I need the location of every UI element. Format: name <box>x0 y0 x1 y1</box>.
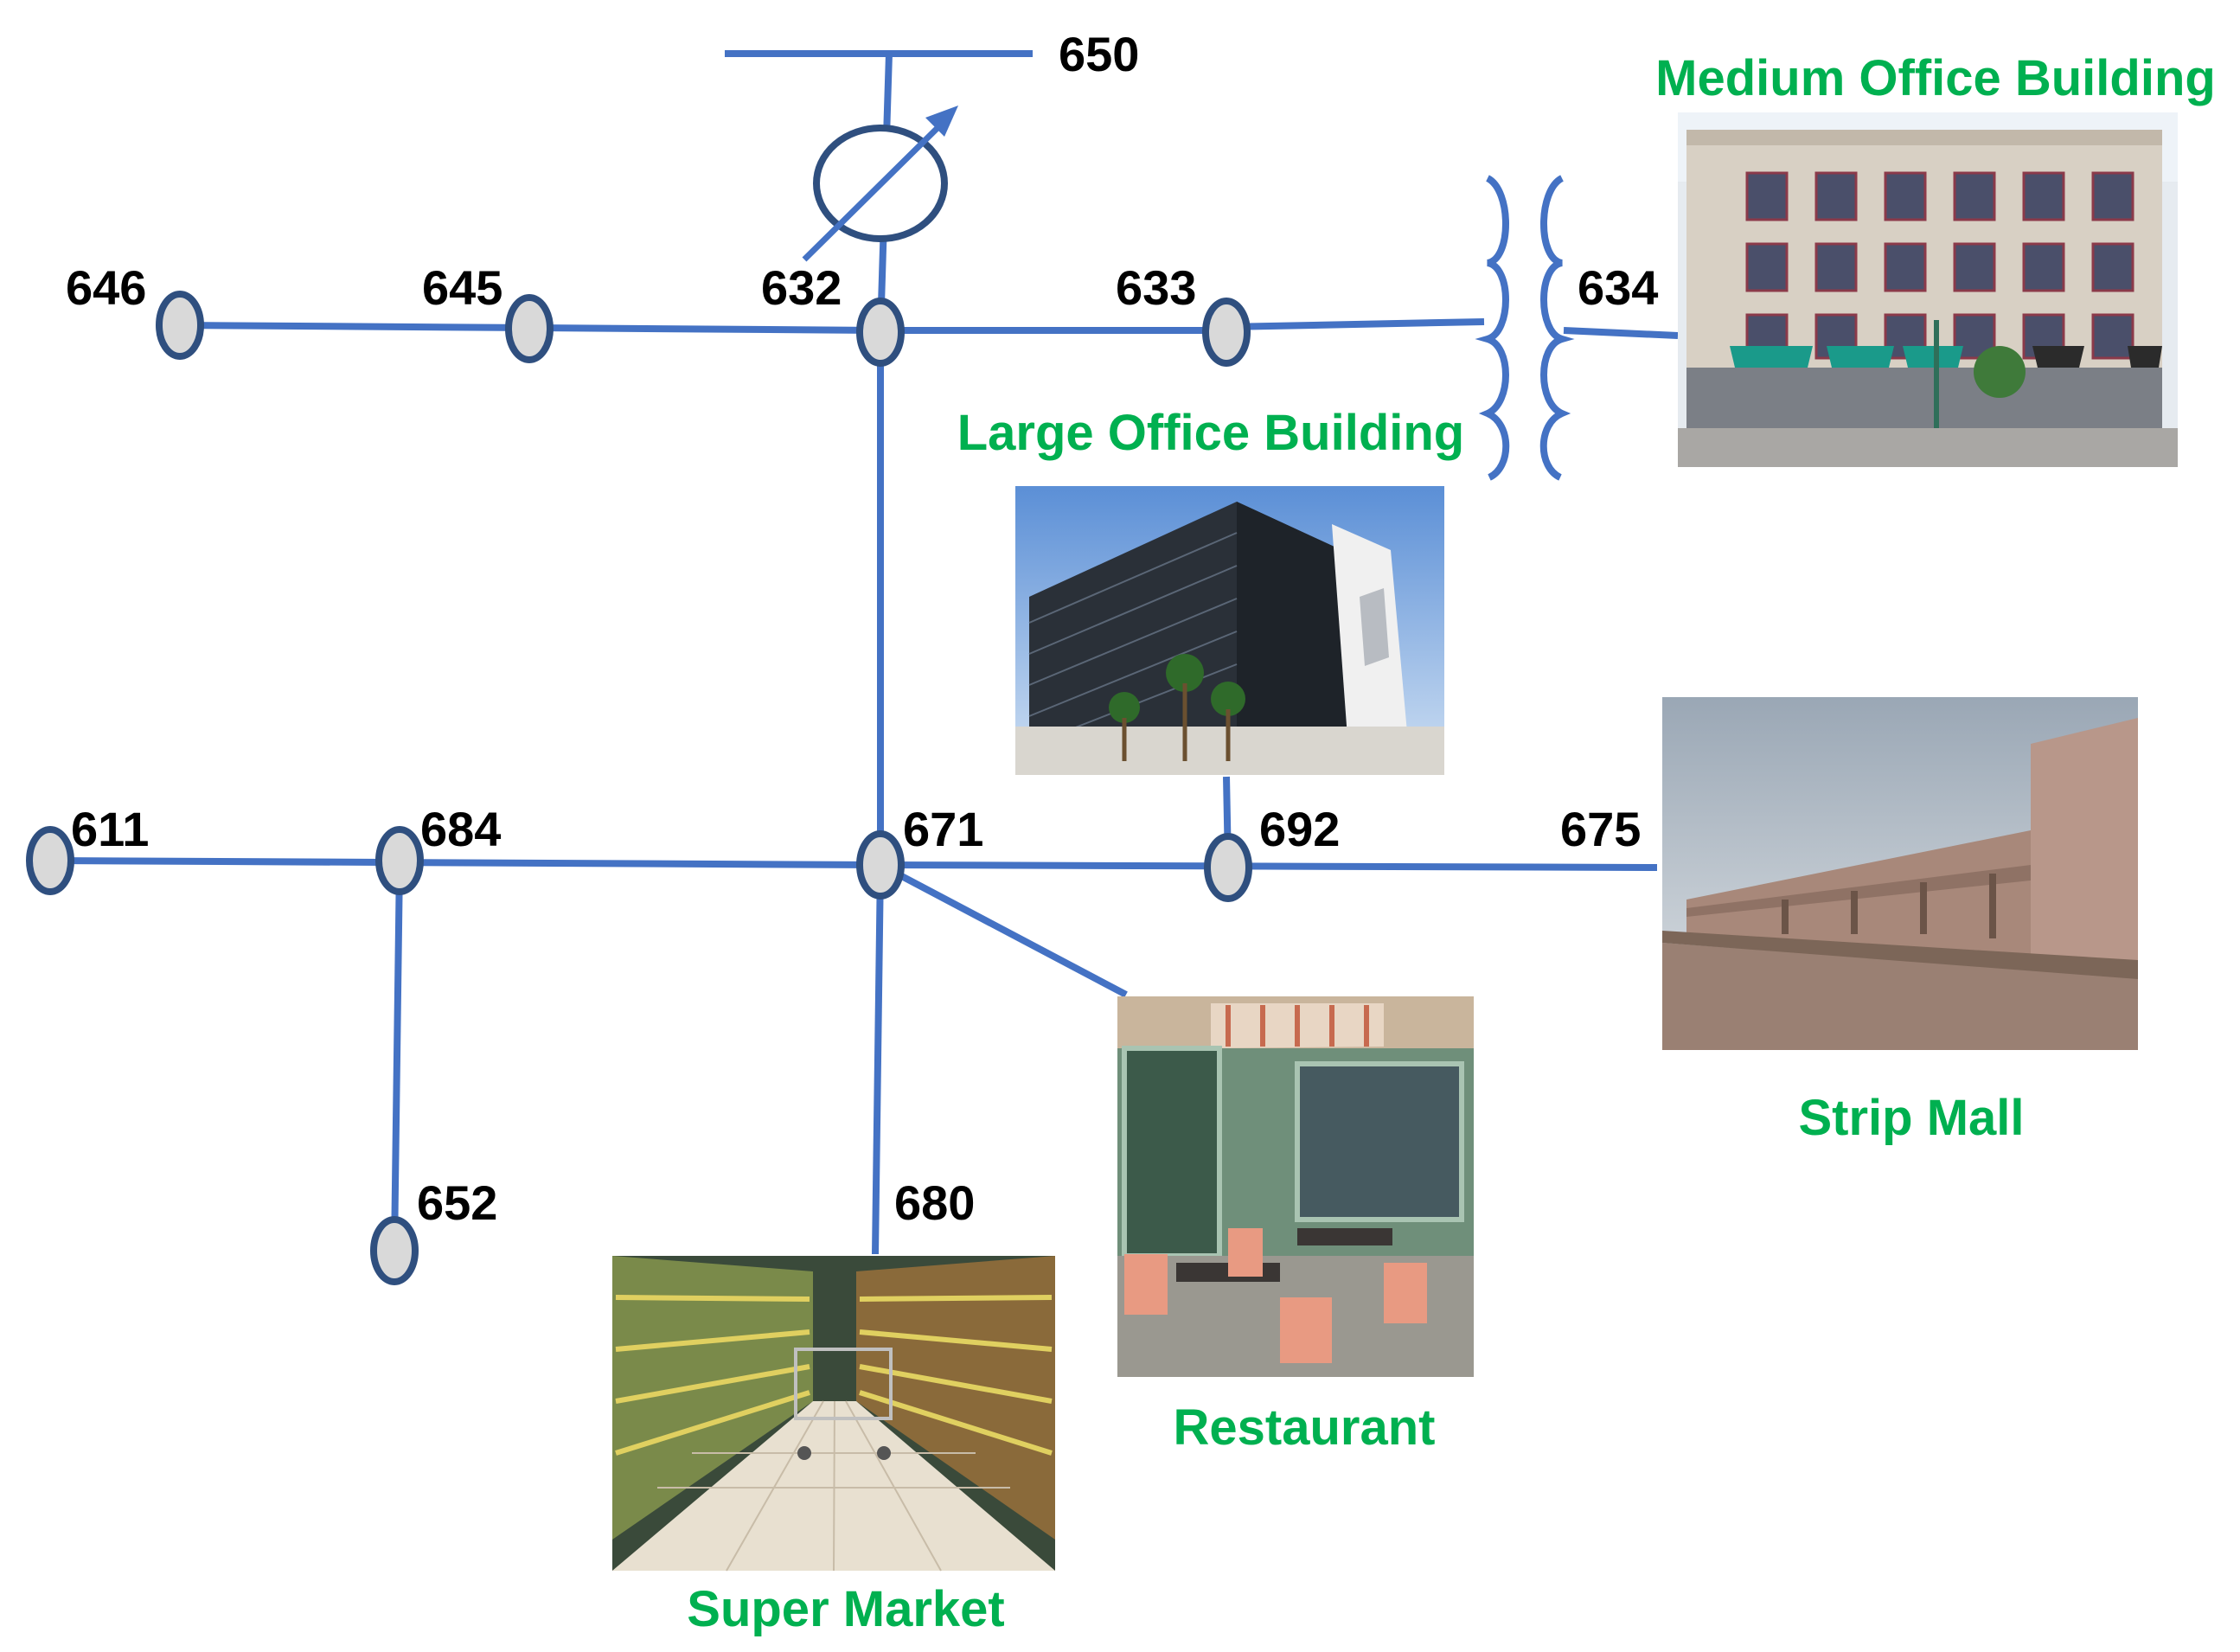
building-labels: Medium Office Building Large Office Buil… <box>687 50 2216 1637</box>
feeder-lines <box>49 50 1679 1255</box>
super-market-photo <box>612 1256 1055 1572</box>
bus-label-652: 652 <box>417 1175 497 1230</box>
bus-label-645: 645 <box>422 260 502 315</box>
bus-652-node <box>370 1216 419 1285</box>
bus-633-node <box>1202 298 1251 367</box>
bus-label-684: 684 <box>420 802 501 856</box>
bus-label-692: 692 <box>1259 802 1340 856</box>
bus-label-632: 632 <box>761 260 842 315</box>
bus-label-634: 634 <box>1578 260 1658 315</box>
bus-684-node <box>375 826 424 895</box>
restaurant-photo <box>1117 996 1474 1377</box>
bus-label-611: 611 <box>71 802 149 856</box>
bus-labels: 650 632 646 645 633 634 611 684 671 692 … <box>66 27 1658 1230</box>
line-611-671 <box>49 857 881 868</box>
line-633-transformer <box>1226 318 1485 330</box>
strip-mall-photo <box>1662 697 2138 1050</box>
line-671-675 <box>880 861 1658 871</box>
medium-office-photo <box>1678 112 2178 467</box>
transformer-icon <box>1475 175 1575 481</box>
bus-671-node <box>856 830 905 900</box>
bus-label-646: 646 <box>66 260 146 315</box>
bus-label-680: 680 <box>894 1175 975 1230</box>
line-684-652 <box>391 862 403 1252</box>
label-restaurant: Restaurant <box>1174 1399 1436 1456</box>
voltage-regulator-icon <box>802 106 958 262</box>
label-strip-mall: Strip Mall <box>1798 1090 2024 1146</box>
bus-label-650: 650 <box>1059 27 1139 81</box>
bus-label-671: 671 <box>903 802 983 856</box>
label-medium-office-building: Medium Office Building <box>1655 50 2216 106</box>
bus-692-node <box>1204 833 1252 902</box>
line-634-medium-office <box>1563 327 1679 339</box>
label-large-office-building: Large Office Building <box>957 405 1465 461</box>
bus-611-node <box>26 826 74 895</box>
line-671-restaurant <box>879 861 1128 998</box>
line-671-680 <box>872 864 884 1255</box>
bus-label-633: 633 <box>1116 260 1196 315</box>
bus-632-node <box>856 298 905 367</box>
bus-nodes <box>26 291 1252 1285</box>
large-office-photo <box>1015 486 1444 775</box>
bus-label-675: 675 <box>1560 802 1641 856</box>
bus-645-node <box>505 294 554 363</box>
label-super-market: Super Market <box>687 1581 1004 1637</box>
bus-646-node <box>156 291 204 360</box>
